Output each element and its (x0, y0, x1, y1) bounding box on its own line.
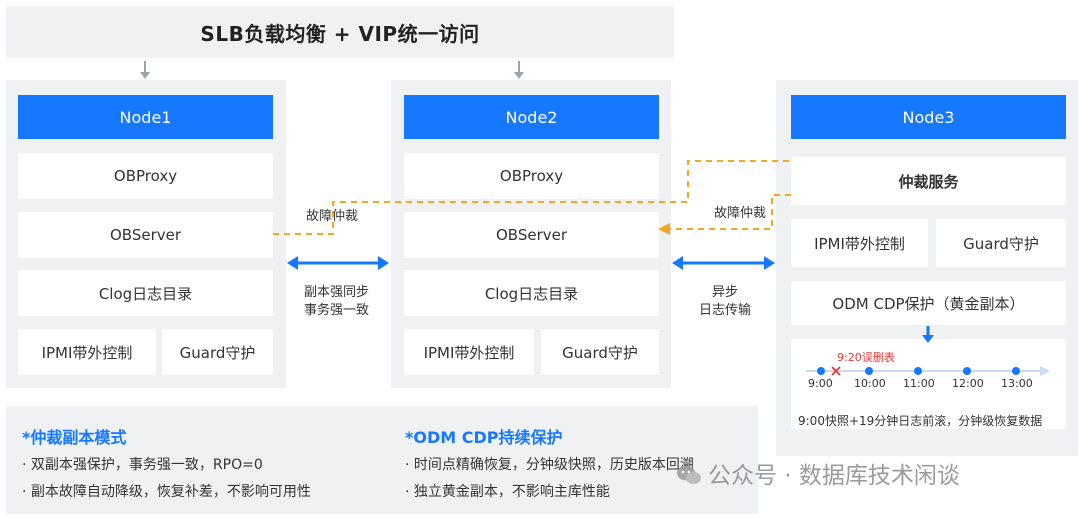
notes-right-title: *ODM CDP持续保护 (405, 428, 563, 447)
cdp-timeline-box (791, 339, 1066, 429)
node2-observer: OBServer (404, 212, 659, 258)
timeline-caption: 9:00快照+19分钟日志前滚，分钟级恢复数据 (798, 414, 1043, 428)
timeline-event-label: 9:20误删表 (837, 351, 895, 364)
watermark-text: 公众号 · 数据库技术闲谈 (708, 463, 960, 489)
timeline-delete-marker-icon (831, 366, 841, 376)
node1-guard: Guard守护 (162, 329, 273, 375)
node3-odm-cdp: ODM CDP保护（黄金副本） (791, 281, 1066, 325)
node1-observer: OBServer (18, 212, 273, 258)
async-double-arrow (672, 256, 775, 270)
timeline-tick: 11:00 (903, 377, 935, 390)
node3-arbiter-service: 仲裁服务 (791, 157, 1066, 205)
timeline-tick: 12:00 (952, 377, 984, 390)
node1-clog: Clog日志目录 (18, 270, 273, 316)
node1-ipmi: IPMI带外控制 (18, 329, 156, 375)
node2-obproxy: OBProxy (404, 153, 659, 199)
node2-ipmi: IPMI带外控制 (404, 329, 534, 375)
timeline-tick: 13:00 (1001, 377, 1033, 390)
failover-label-right: 故障仲裁 (714, 206, 767, 221)
notes-right-bullet: · 时间点精确恢复，分钟级快照，历史版本回溯 (405, 457, 694, 473)
async-label-line2: 日志传输 (699, 303, 752, 318)
failover-dashed-line-right (670, 194, 791, 230)
timeline-tick: 9:00 (808, 377, 833, 390)
timeline-points (817, 367, 1020, 375)
notes-left-bullet: · 双副本强保护，事务强一致，RPO=0 (22, 457, 263, 473)
timeline-axis (806, 366, 1050, 376)
async-label-line1: 异步 (712, 285, 739, 300)
node3-ipmi: IPMI带外控制 (791, 219, 928, 267)
notes-left-title: *仲裁副本模式 (22, 428, 127, 447)
node3-guard: Guard守护 (936, 219, 1066, 267)
watermark: 公众号 · 数据库技术闲谈 (676, 456, 960, 490)
odm-down-arrow (922, 326, 934, 343)
banner-arrow-node1 (140, 61, 150, 79)
node2-clog: Clog日志目录 (404, 270, 659, 316)
node2-guard: Guard守护 (541, 329, 659, 375)
node3-title: Node3 (791, 95, 1066, 139)
sync-label-line1: 副本强同步 (304, 285, 370, 300)
failover-arrowhead (658, 223, 670, 235)
node1-title: Node1 (18, 95, 273, 139)
timeline-tick: 10:00 (854, 377, 886, 390)
failover-dashed-line-left (273, 160, 791, 235)
banner-arrow-node2 (514, 61, 524, 79)
sync-label-line2: 事务强一致 (304, 303, 370, 318)
slb-vip-banner: SLB负载均衡 + VIP统一访问 (6, 6, 674, 58)
node1-obproxy: OBProxy (18, 153, 273, 199)
notes-left-bullet: · 副本故障自动降级，恢复补差，不影响可用性 (22, 484, 311, 500)
node2-title: Node2 (404, 95, 659, 139)
sync-double-arrow (287, 256, 389, 270)
notes-panel (6, 406, 758, 514)
notes-right-bullet: · 独立黄金副本，不影响主库性能 (405, 484, 610, 500)
wechat-icon (676, 464, 702, 486)
